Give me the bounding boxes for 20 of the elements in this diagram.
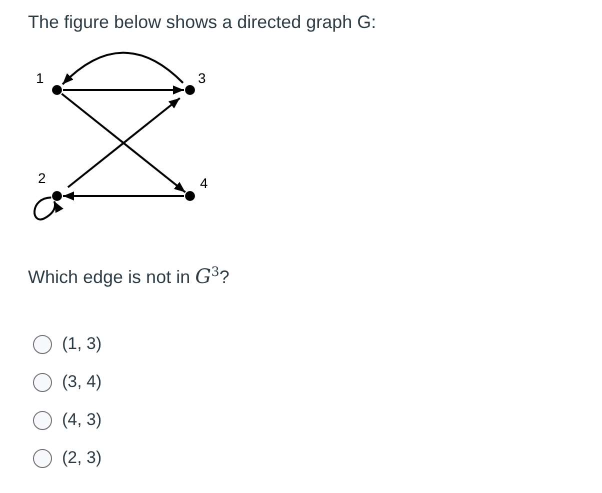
prompt-text: The figure below shows a directed graph G: (28, 11, 376, 33)
diagonal-up-right-arrow (67, 97, 180, 188)
loop-arrow (34, 196, 64, 220)
vertex-dot (52, 85, 62, 95)
vertex-label: 1 (36, 70, 44, 86)
vertex-dot (52, 191, 62, 201)
option-label: (3, 4) (62, 372, 102, 392)
left-arrow (63, 192, 184, 200)
option-label: (4, 3) (62, 410, 102, 430)
curved-arrow (62, 52, 184, 85)
diagonal-down-right-arrow (61, 92, 186, 194)
vertex-dot (185, 85, 195, 95)
question-text: Which edge is not in G$^{3}$? (28, 263, 230, 289)
vertex-label: 4 (200, 175, 208, 191)
vertex-label: 2 (38, 170, 46, 186)
vertex-label: 3 (198, 70, 206, 86)
vertex-dot (185, 191, 195, 201)
option-label: (2, 3) (62, 448, 102, 468)
right-arrow (63, 86, 184, 94)
option-label: (1, 3) (62, 334, 102, 354)
